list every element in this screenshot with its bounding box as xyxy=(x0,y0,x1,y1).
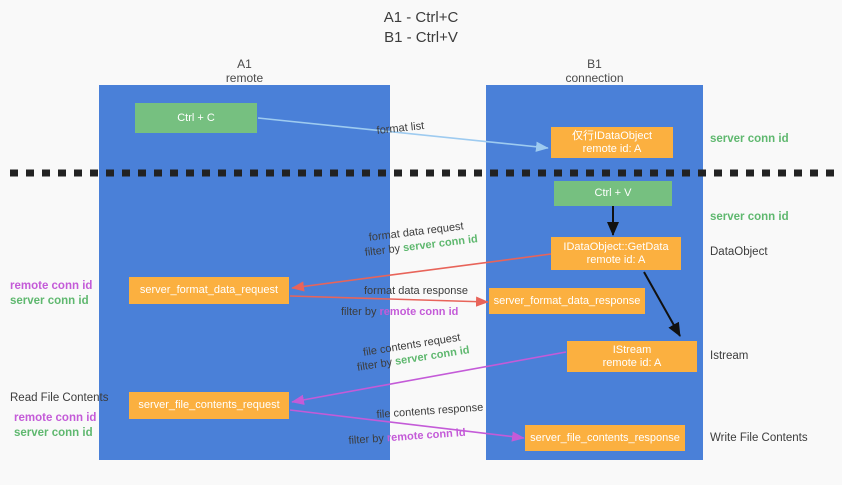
box-server-file-contents-request-label: server_file_contents_request xyxy=(138,399,280,411)
column-header-a1: A1 remote xyxy=(99,57,390,85)
label-format-data-response-filter-value: remote conn id xyxy=(379,306,459,318)
box-idataobject-line1: 仅行IDataObject xyxy=(571,129,653,142)
label-format-data-response-filter-prefix: filter by xyxy=(341,306,380,318)
left-label-server-conn-id-1: server conn id xyxy=(10,295,89,307)
left-label-remote-conn-id-2: remote conn id xyxy=(14,412,97,424)
box-ctrl-c[interactable]: Ctrl + C xyxy=(135,103,257,133)
label-format-data-response: format data response xyxy=(364,285,468,297)
right-label-server-conn-id-mid: server conn id xyxy=(710,211,789,223)
label-file-contents-response-filter-prefix: filter by xyxy=(348,432,388,447)
box-idataobject-getdata[interactable]: IDataObject::GetData remote id: A xyxy=(551,237,681,270)
left-label-conn-ids-file: remote conn id server conn id xyxy=(14,411,96,441)
box-server-file-contents-request[interactable]: server_file_contents_request xyxy=(129,392,289,419)
box-ctrl-v[interactable]: Ctrl + V xyxy=(554,181,672,206)
box-server-format-data-request-label: server_format_data_request xyxy=(139,284,279,296)
column-header-b1: B1 connection xyxy=(486,57,703,85)
box-server-format-data-response[interactable]: server_format_data_response xyxy=(489,288,645,314)
box-istream-line1: IStream xyxy=(612,343,652,356)
page-title: A1 - Ctrl+C B1 - Ctrl+V xyxy=(0,8,842,48)
right-label-istream: Istream xyxy=(710,350,749,362)
column-a1-name: A1 xyxy=(237,57,252,71)
label-format-data-request-filter-prefix: filter by xyxy=(364,242,404,259)
left-label-read-file-contents: Read File Contents xyxy=(10,392,109,404)
box-getdata-line1: IDataObject::GetData xyxy=(563,240,669,253)
left-label-remote-conn-id-1: remote conn id xyxy=(10,280,93,292)
box-ctrl-c-label: Ctrl + C xyxy=(177,111,215,124)
label-format-data-response-filter: filter by remote conn id xyxy=(341,305,458,319)
column-b1-name: B1 xyxy=(587,57,602,71)
box-server-format-data-request[interactable]: server_format_data_request xyxy=(129,277,289,304)
box-istream[interactable]: IStream remote id: A xyxy=(567,341,697,372)
box-server-file-contents-response[interactable]: server_file_contents_response xyxy=(525,425,685,451)
title-line-2: B1 - Ctrl+V xyxy=(384,29,458,46)
box-idataobject-line2: remote id: A xyxy=(582,142,642,155)
box-istream-line2: remote id: A xyxy=(602,356,662,369)
box-ctrl-v-label: Ctrl + V xyxy=(594,187,632,199)
right-label-dataobject: DataObject xyxy=(710,246,768,258)
box-idataobject[interactable]: 仅行IDataObject remote id: A xyxy=(551,127,673,158)
box-getdata-line2: remote id: A xyxy=(586,253,646,266)
right-label-write-file-contents: Write File Contents xyxy=(710,432,808,444)
column-a1-role: remote xyxy=(225,71,264,85)
left-label-server-conn-id-2: server conn id xyxy=(14,427,93,439)
right-label-server-conn-id-top: server conn id xyxy=(710,133,789,145)
left-label-conn-ids-format: remote conn id server conn id xyxy=(10,279,92,309)
title-line-1: A1 - Ctrl+C xyxy=(383,9,459,26)
column-b1-role: connection xyxy=(565,71,624,85)
box-server-format-data-response-label: server_format_data_response xyxy=(493,294,641,307)
label-file-contents-response-filter-value: remote conn id xyxy=(386,426,466,445)
label-file-contents-response: file contents response xyxy=(376,401,484,421)
box-server-file-contents-response-label: server_file_contents_response xyxy=(530,431,680,444)
